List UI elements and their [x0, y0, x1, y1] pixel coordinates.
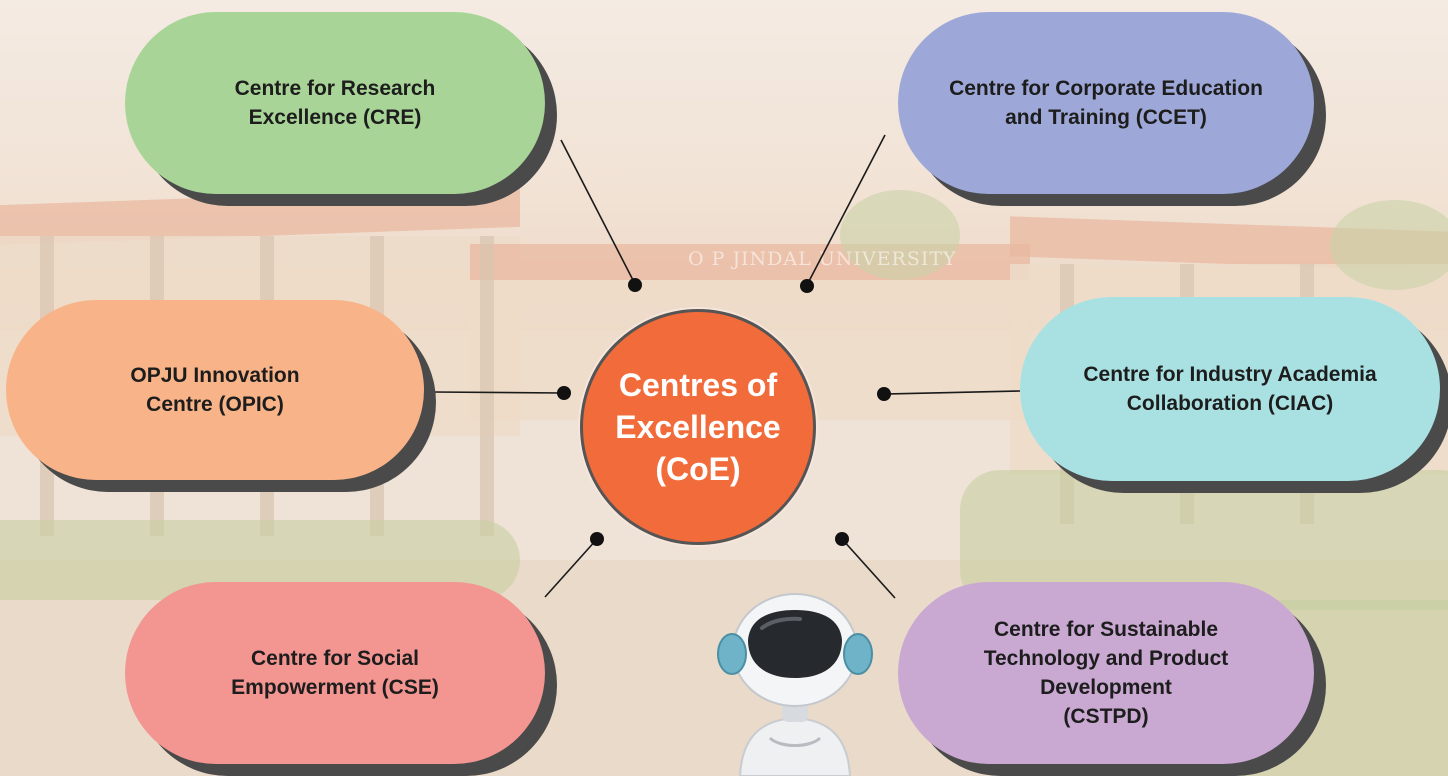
connector-dot-ccet [800, 279, 814, 293]
hub-centres-of-excellence: Centres of Excellence (CoE) [580, 309, 816, 545]
node-ciac: Centre for Industry Academia Collaborati… [1020, 297, 1440, 481]
university-watermark: O P JINDAL UNIVERSITY [688, 248, 957, 270]
connector-cre [560, 139, 636, 285]
node-cre: Centre for Research Excellence (CRE) [125, 12, 545, 194]
connector-dot-ciac [877, 387, 891, 401]
node-opic: OPJU Innovation Centre (OPIC) [6, 300, 424, 480]
connector-opic [432, 391, 564, 394]
robot-mascot-icon [717, 593, 873, 776]
connector-dot-cstpd [835, 532, 849, 546]
connector-dot-cse [590, 532, 604, 546]
node-cstpd: Centre for Sustainable Technology and Pr… [898, 582, 1314, 764]
connector-ccet [806, 134, 886, 286]
node-ccet: Centre for Corporate Education and Train… [898, 12, 1314, 194]
connector-dot-cre [628, 278, 642, 292]
connector-dot-opic [557, 386, 571, 400]
connector-ciac [883, 390, 1021, 395]
connector-cse [544, 538, 598, 598]
connector-cstpd [841, 538, 896, 599]
node-cse: Centre for Social Empowerment (CSE) [125, 582, 545, 764]
